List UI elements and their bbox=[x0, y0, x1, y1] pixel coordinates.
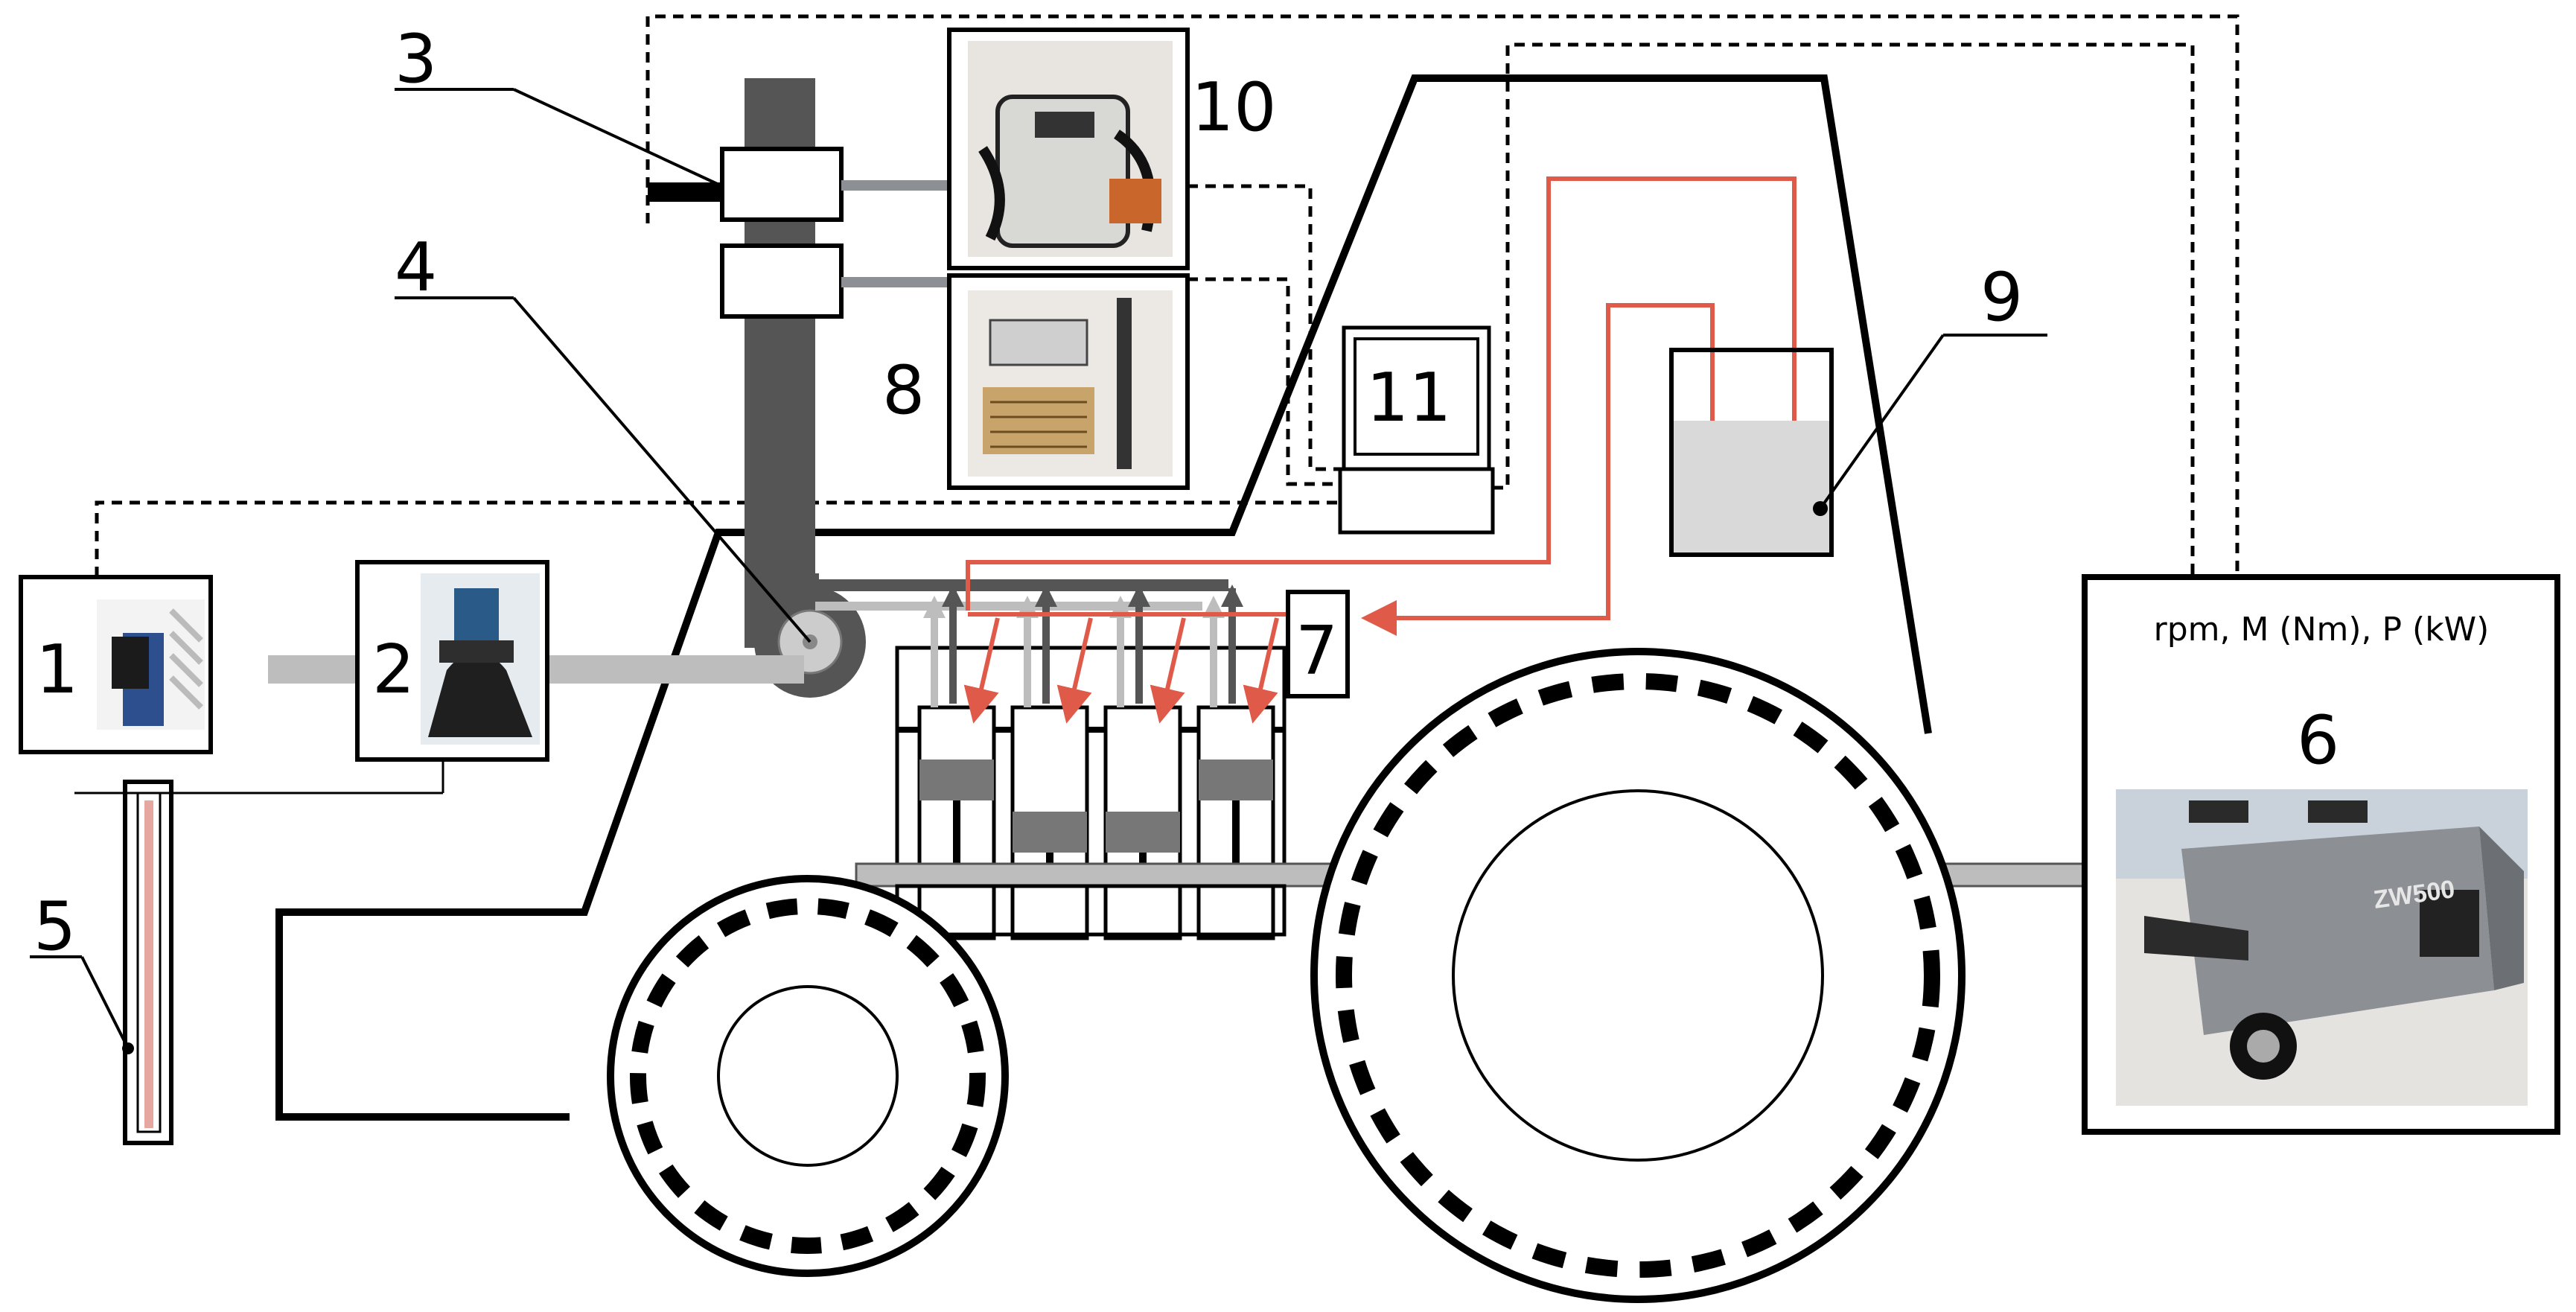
computer bbox=[1338, 325, 1495, 535]
rear-wheel bbox=[1310, 648, 1966, 1303]
tractor-body bbox=[275, 74, 1932, 1121]
sampling-probes bbox=[648, 147, 949, 319]
fuel-tank bbox=[1669, 334, 2047, 557]
inlet-nozzle-photo bbox=[355, 560, 549, 762]
label-11: 11 bbox=[1366, 359, 1452, 437]
label-10: 10 bbox=[1191, 69, 1277, 147]
particle-counter-photo bbox=[947, 273, 1190, 490]
label-3: 3 bbox=[395, 20, 437, 98]
label-6: 6 bbox=[2297, 701, 2339, 780]
dynamometer-panel: ZW500 bbox=[2082, 574, 2560, 1135]
signal-lines bbox=[95, 14, 2239, 577]
injection-pump bbox=[1286, 590, 1350, 698]
label-7: 7 bbox=[1295, 612, 1338, 690]
label-1: 1 bbox=[36, 631, 78, 709]
label-9: 9 bbox=[1980, 258, 2023, 337]
label-5: 5 bbox=[34, 888, 76, 966]
dyno-caption: rpm, M (Nm), P (kW) bbox=[2154, 611, 2490, 649]
leader-lines bbox=[395, 88, 812, 643]
label-4: 4 bbox=[395, 229, 437, 307]
fuel-flow-lines bbox=[963, 176, 1812, 724]
air-flow-meter-photo bbox=[19, 575, 213, 754]
thermometer bbox=[30, 760, 444, 1145]
valve-flow-arrows bbox=[923, 585, 1243, 707]
front-wheel bbox=[607, 875, 1009, 1277]
label-8: 8 bbox=[882, 351, 925, 430]
emissions-analyzer-photo bbox=[947, 28, 1190, 270]
label-2: 2 bbox=[372, 631, 415, 709]
